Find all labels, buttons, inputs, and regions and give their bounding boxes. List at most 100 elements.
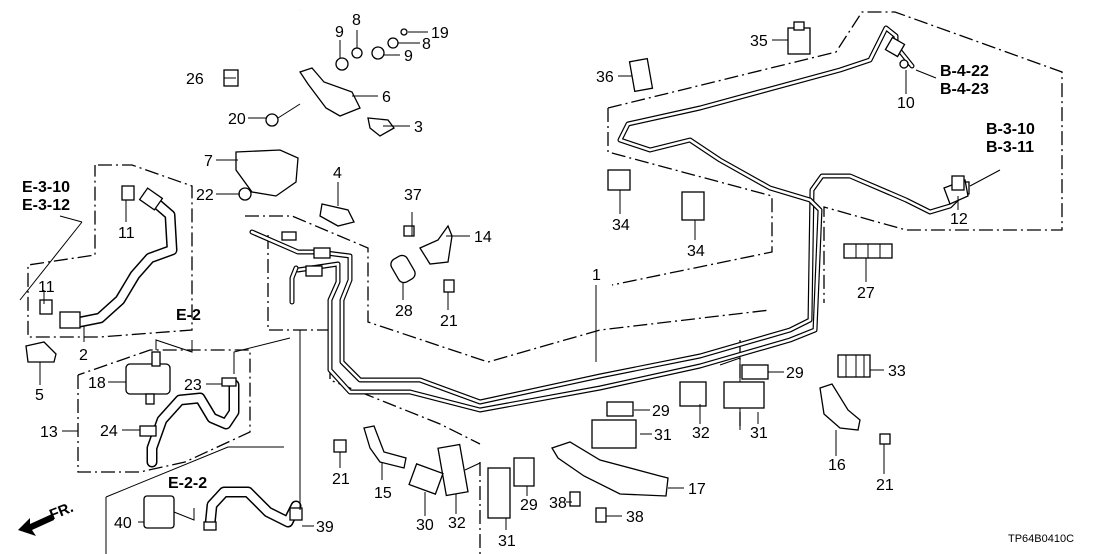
callout-3[interactable]: 3 [414,119,423,136]
callout-34b[interactable]: 34 [687,243,705,260]
boundary-pipe-rear [607,11,1063,303]
callout-20[interactable]: 20 [228,111,246,128]
callout-6[interactable]: 6 [382,89,391,106]
part-23-clamp [221,377,237,387]
part-22-nut [238,187,252,201]
callout-23[interactable]: 23 [184,377,202,394]
part-9b-grommet [371,46,385,60]
callout-32b[interactable]: 32 [692,425,710,442]
part-16-bracket [819,383,861,431]
part-24-clamp [139,425,157,437]
pipe-fitting [884,36,906,58]
part-19-washer [400,28,408,36]
callout-1[interactable]: 1 [592,267,601,284]
callout-29b[interactable]: 29 [520,497,538,514]
callout-22[interactable]: 22 [196,187,214,204]
ref-e-3-10[interactable]: E-3-10 [22,179,70,196]
callout-32a[interactable]: 32 [448,515,466,532]
part-40-filter [143,495,175,529]
pipe-fitting [305,265,323,277]
boundary-pipe-main [245,215,771,445]
callout-8b[interactable]: 8 [422,36,431,53]
boundary-hose-2 [27,164,193,338]
callout-21b[interactable]: 21 [440,313,458,330]
callout-29a[interactable]: 29 [652,403,670,420]
part-31c-clip [723,381,765,409]
ref-b-4-23[interactable]: B-4-23 [940,81,989,98]
callout-7[interactable]: 7 [204,153,213,170]
ref-b-4-22[interactable]: B-4-22 [940,63,989,80]
part-28-grommet [390,254,416,284]
callout-9b[interactable]: 9 [404,48,413,65]
callout-33[interactable]: 33 [888,363,906,380]
callout-38a[interactable]: 38 [549,495,567,512]
callout-26[interactable]: 26 [186,71,204,88]
callout-4[interactable]: 4 [333,165,342,182]
ref-b-3-10[interactable]: B-3-10 [986,121,1035,138]
callout-5[interactable]: 5 [35,387,44,404]
part-35-clip [787,27,811,55]
callout-37[interactable]: 37 [404,187,422,204]
part-10-clip [899,59,909,69]
part-7-cover [235,149,299,197]
callout-8a[interactable]: 8 [352,12,361,29]
callout-2[interactable]: 2 [79,347,88,364]
callout-31a[interactable]: 31 [654,427,672,444]
callout-39[interactable]: 39 [316,519,334,536]
part-37-bolt [403,225,415,237]
ref-e-2-2[interactable]: E-2-2 [168,475,207,492]
part-29a-clip [606,401,634,417]
ref-b-3-11[interactable]: B-3-11 [986,139,1034,156]
part-36-clip [628,57,654,93]
callout-12[interactable]: 12 [950,211,968,228]
callout-11a[interactable]: 11 [118,225,135,242]
callout-34a[interactable]: 34 [612,217,630,234]
part-18-canister [125,363,171,395]
callout-18[interactable]: 18 [88,375,106,392]
callout-40[interactable]: 40 [114,515,132,532]
part-32a-clip [437,443,469,497]
part-11a-clip [121,185,135,201]
part-29c-clip [741,364,769,380]
part-8b-nut [387,37,399,49]
callout-9a[interactable]: 9 [335,24,344,41]
callout-numbers: 1 2 3 4 5 6 7 8 8 9 9 10 11 11 12 13 14 … [35,12,968,550]
callout-31b[interactable]: 31 [498,533,516,550]
callout-30[interactable]: 30 [416,517,434,534]
leader-lines [19,30,1001,530]
direction-label: FR. [47,499,76,524]
part-31b-clip [487,467,511,519]
callout-21a[interactable]: 21 [332,471,350,488]
callout-10[interactable]: 10 [897,95,915,112]
callout-24[interactable]: 24 [100,423,118,440]
reference-labels: E-3-10 E-3-12 E-2 E-2-2 B-4-22 B-4-23 B-… [22,63,1035,492]
callout-15[interactable]: 15 [374,485,392,502]
part-21a-bolt [333,439,347,453]
callout-28[interactable]: 28 [395,303,413,320]
part-5-grommet [25,341,57,363]
callout-27[interactable]: 27 [857,285,875,302]
ref-e-3-12[interactable]: E-3-12 [22,197,70,214]
part-17-plate [551,441,669,497]
callout-21c[interactable]: 21 [876,477,894,494]
front-direction-indicator: FR. [18,499,76,536]
callout-13[interactable]: 13 [40,424,58,441]
part-4-valve [319,203,355,227]
ref-e-2[interactable]: E-2 [176,307,201,324]
callout-19[interactable]: 19 [431,25,449,42]
part-8a-nut [351,47,363,59]
part-39-clamp [289,507,303,521]
callout-29c[interactable]: 29 [786,365,804,382]
callout-38b[interactable]: 38 [626,509,644,526]
callout-16[interactable]: 16 [828,457,846,474]
pipe-fitting [313,247,331,259]
hose-connector [138,187,164,211]
callout-11b[interactable]: 11 [38,279,55,296]
callout-35[interactable]: 35 [750,33,768,50]
callout-14[interactable]: 14 [474,229,492,246]
callout-31c[interactable]: 31 [750,425,768,442]
callout-36[interactable]: 36 [596,69,614,86]
part-21b-bolt [443,279,455,293]
callout-17[interactable]: 17 [688,481,706,498]
